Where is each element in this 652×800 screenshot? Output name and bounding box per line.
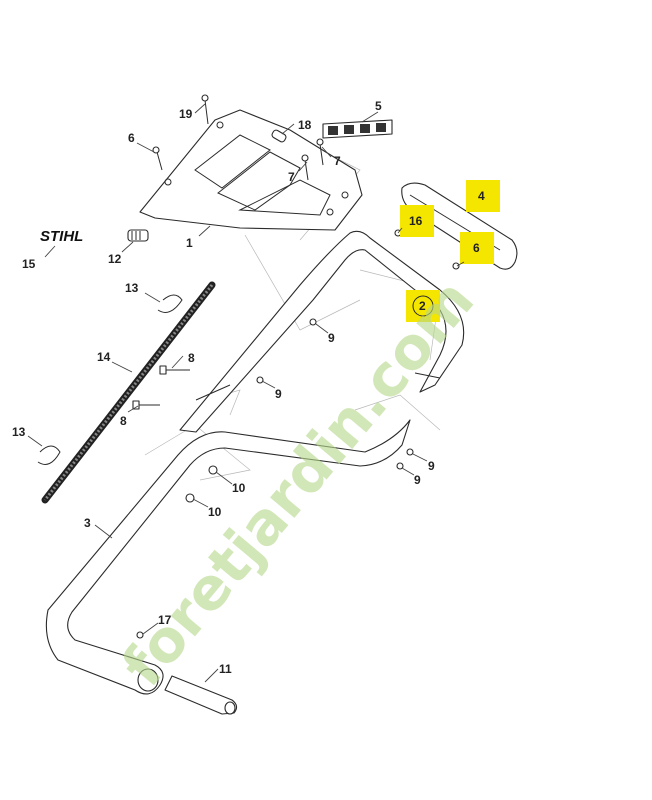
callout-9: 9	[414, 473, 421, 487]
callout-8: 8	[120, 414, 127, 428]
highlighted-callouts	[397, 180, 500, 322]
callout-8: 8	[188, 351, 195, 365]
callout-3: 3	[84, 516, 91, 530]
callout-9: 9	[328, 331, 335, 345]
bolt-parts-8	[132, 365, 190, 410]
callout-2: 2	[419, 299, 426, 313]
callout-15: 15	[22, 257, 36, 271]
callout-labels: 19 6 18 5 7 7 1 15 12 13 14 8 8 13 9 9 9…	[12, 99, 435, 676]
callout-7: 7	[288, 170, 295, 184]
callout-10: 10	[208, 505, 222, 519]
spacer-part-12	[127, 229, 149, 242]
callout-4: 4	[478, 189, 485, 203]
handle-console-part	[139, 109, 363, 231]
highlight-ring-2	[412, 295, 434, 317]
callout-9: 9	[428, 459, 435, 473]
cable-part	[41, 281, 216, 504]
tube-insert-part	[164, 675, 238, 715]
callout-6-highlighted: 6	[473, 241, 480, 255]
callout-19: 19	[179, 107, 193, 121]
callout-9: 9	[275, 387, 282, 401]
callout-11: 11	[219, 662, 232, 676]
callout-16: 16	[409, 214, 423, 228]
nut-parts	[136, 229, 460, 639]
lower-handle-frame	[45, 419, 411, 695]
callout-7: 7	[334, 154, 341, 168]
highlighted-callout-labels: 4 16 6 2	[409, 189, 485, 313]
highlight-box-2	[406, 290, 440, 322]
callout-6: 6	[128, 131, 135, 145]
clip-parts	[37, 294, 183, 465]
highlight-box-4	[466, 180, 500, 212]
callout-17: 17	[158, 613, 172, 627]
screw-parts-top	[152, 94, 324, 181]
leader-lines	[27, 103, 428, 683]
callout-5: 5	[375, 99, 382, 113]
callout-10: 10	[232, 481, 246, 495]
callout-18: 18	[298, 118, 312, 132]
callout-13: 13	[125, 281, 139, 295]
stihl-logo: STIHL	[40, 228, 83, 245]
callout-12: 12	[108, 252, 122, 266]
upper-handle-frame	[179, 230, 465, 433]
callout-1: 1	[186, 236, 193, 250]
callout-13: 13	[12, 425, 26, 439]
highlight-box-6	[460, 232, 494, 264]
highlight-box-16	[400, 205, 434, 237]
label-decal-part	[322, 119, 393, 139]
callout-14: 14	[97, 350, 111, 364]
